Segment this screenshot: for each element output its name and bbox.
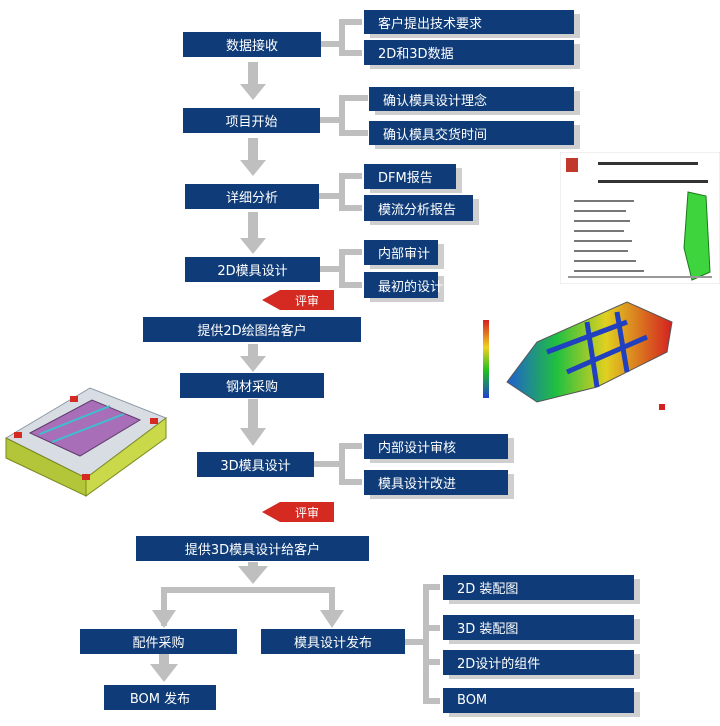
detail-analysis-box: 详细分析	[185, 184, 319, 209]
connector-2d-design	[320, 249, 362, 288]
arrow-down-6	[238, 562, 268, 584]
dfm-report-picture	[560, 152, 720, 284]
mold-3d-picture	[0, 378, 168, 500]
design-3d-box: 3D模具设计	[197, 452, 314, 477]
provide-3d-box: 提供3D模具设计给客户	[136, 536, 369, 561]
steel-purchase-box: 钢材采购	[180, 373, 324, 398]
arrow-down-4	[240, 344, 266, 372]
components-2d-box: 2D设计的组件	[443, 650, 634, 675]
confirm-concept-box: 确认模具设计理念	[369, 87, 574, 111]
design-improve-box: 模具设计改进	[364, 470, 508, 495]
connector-3d-design	[314, 443, 362, 485]
review-label-1: 评审	[280, 290, 334, 310]
arrow-down-1	[240, 62, 266, 100]
arrow-down-3	[240, 212, 266, 254]
arrow-down-5	[240, 399, 266, 446]
arrow-split-right	[320, 610, 344, 628]
data-receive-box: 数据接收	[183, 32, 321, 57]
confirm-delivery-box: 确认模具交货时间	[369, 121, 574, 145]
bom-release-box: BOM 发布	[104, 685, 216, 710]
project-start-box: 项目开始	[183, 108, 320, 133]
design-2d-box: 2D模具设计	[185, 257, 320, 282]
assembly-3d-box: 3D 装配图	[443, 615, 634, 640]
connector-data-receive	[321, 19, 362, 56]
connector-project-start	[320, 95, 368, 136]
review-arrow-2	[262, 502, 280, 522]
dfm-report-box: DFM报告	[364, 164, 456, 189]
connector-design-release	[405, 584, 440, 704]
bom-box: BOM	[443, 688, 634, 713]
mold-flow-picture	[477, 292, 697, 426]
connector-split	[161, 587, 335, 626]
parts-purchase-box: 配件采购	[80, 629, 237, 654]
provide-2d-box: 提供2D绘图给客户	[143, 317, 361, 342]
review-label-2: 评审	[280, 502, 334, 522]
internal-design-review-box: 内部设计审核	[364, 434, 508, 459]
arrow-down-parts	[150, 654, 178, 682]
connector-detail-analysis	[319, 173, 362, 211]
review-arrow-1	[262, 290, 280, 310]
customer-requirements-box: 客户提出技术要求	[364, 10, 574, 34]
arrow-down-2	[240, 138, 266, 176]
internal-audit-box: 内部审计	[364, 240, 438, 265]
mold-flow-report-box: 模流分析报告	[364, 195, 473, 221]
assembly-2d-box: 2D 装配图	[443, 575, 634, 600]
data-2d-3d-box: 2D和3D数据	[364, 40, 574, 65]
arrow-split-left	[152, 610, 176, 628]
design-release-box: 模具设计发布	[261, 629, 405, 654]
initial-design-box: 最初的设计	[364, 272, 443, 298]
